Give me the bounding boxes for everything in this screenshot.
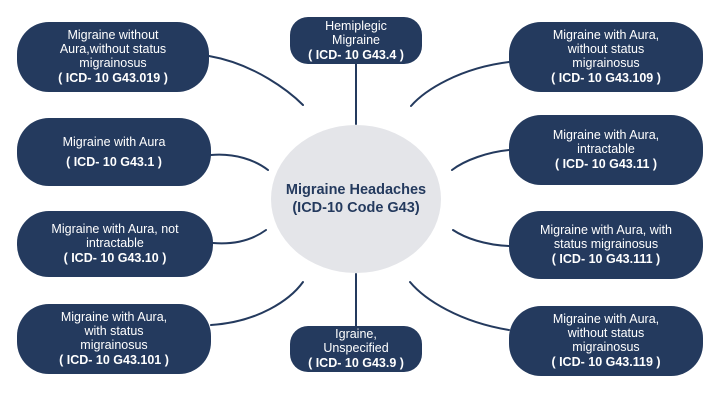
node-right-4: Migraine with Aura, without status migra… bbox=[509, 306, 703, 376]
node-code: ( ICD- 10 G43.11 ) bbox=[554, 157, 658, 171]
central-topic-title-line-1: Migraine Headaches bbox=[285, 182, 427, 198]
node-label-line-3: migrainosus bbox=[572, 340, 640, 354]
node-code: ( ICD- 10 G43.109 ) bbox=[551, 71, 661, 85]
node-left-3: Migraine with Aura, not intractable ( IC… bbox=[17, 211, 213, 277]
connector-right-2 bbox=[451, 149, 510, 171]
central-topic-circle: Migraine Headaches (ICD-10 Code G43) bbox=[271, 125, 441, 273]
connector-right-4 bbox=[409, 281, 510, 331]
node-label-line-1: Migraine with Aura bbox=[62, 134, 166, 149]
node-label-line-3: migrainosus bbox=[572, 56, 640, 70]
node-code: ( ICD- 10 G43.1 ) bbox=[66, 154, 162, 169]
node-label-line-1: Migraine with Aura, bbox=[552, 128, 660, 142]
node-label-line-1: Migraine with Aura, bbox=[552, 312, 660, 326]
node-left-1: Migraine without Aura,without status mig… bbox=[17, 22, 209, 92]
node-label-line-2: Aura,without status bbox=[59, 42, 167, 56]
node-label: Igraine, Unspecified bbox=[323, 327, 389, 355]
connector-left-3 bbox=[212, 229, 267, 245]
node-label-line-1: Migraine with Aura, bbox=[60, 310, 168, 324]
node-label-line-2: without status bbox=[567, 326, 645, 340]
node-code: ( ICD- 10 G43.119 ) bbox=[551, 355, 661, 369]
node-label-line-2: intractable bbox=[577, 142, 635, 156]
node-hemiplegic-migraine: Hemiplegic Migraine ( ICD- 10 G43.4 ) bbox=[290, 17, 422, 64]
node-code: ( ICD- 10 G43.019 ) bbox=[58, 71, 168, 85]
node-label-line-2: intractable bbox=[86, 236, 144, 250]
node-label-line-3: migrainosus bbox=[80, 338, 148, 352]
node-code: ( ICD- 10 G43.4 ) bbox=[308, 47, 404, 62]
node-migraine-unspecified: Igraine, Unspecified ( ICD- 10 G43.9 ) bbox=[290, 326, 422, 372]
node-code: ( ICD- 10 G43.10 ) bbox=[63, 251, 167, 265]
node-right-1: Migraine with Aura, without status migra… bbox=[509, 22, 703, 92]
node-label-line-2: without status bbox=[567, 42, 645, 56]
node-right-2: Migraine with Aura, intractable ( ICD- 1… bbox=[509, 115, 703, 185]
connector-left-4 bbox=[210, 281, 304, 326]
node-label-line-3: migrainosus bbox=[79, 56, 147, 70]
node-left-4: Migraine with Aura, with status migraino… bbox=[17, 304, 211, 374]
central-topic-title-line-2: (ICD-10 Code G43) bbox=[292, 200, 420, 216]
node-label-line-1: Migraine with Aura, with bbox=[539, 223, 672, 237]
node-code: ( ICD- 10 G43.101 ) bbox=[59, 353, 169, 367]
connector-right-1 bbox=[410, 61, 510, 107]
connector-left-2 bbox=[210, 153, 269, 171]
node-code: ( ICD- 10 G43.9 ) bbox=[308, 356, 404, 370]
node-label-line-2: with status bbox=[84, 324, 144, 338]
node-right-3: Migraine with Aura, with status migraino… bbox=[509, 211, 703, 279]
node-label-line-1: Migraine with Aura, bbox=[552, 28, 660, 42]
connector-left-1 bbox=[208, 55, 304, 106]
node-label-line-1: Migraine with Aura, not bbox=[51, 222, 179, 236]
node-label: Hemiplegic Migraine bbox=[325, 18, 387, 47]
connector-right-3 bbox=[452, 229, 510, 247]
node-label-line-2: status migrainosus bbox=[553, 237, 659, 251]
node-left-2: Migraine with Aura ( ICD- 10 G43.1 ) bbox=[17, 118, 211, 186]
node-code: ( ICD- 10 G43.111 ) bbox=[551, 252, 661, 266]
node-label-line-1: Migraine without bbox=[67, 28, 159, 42]
